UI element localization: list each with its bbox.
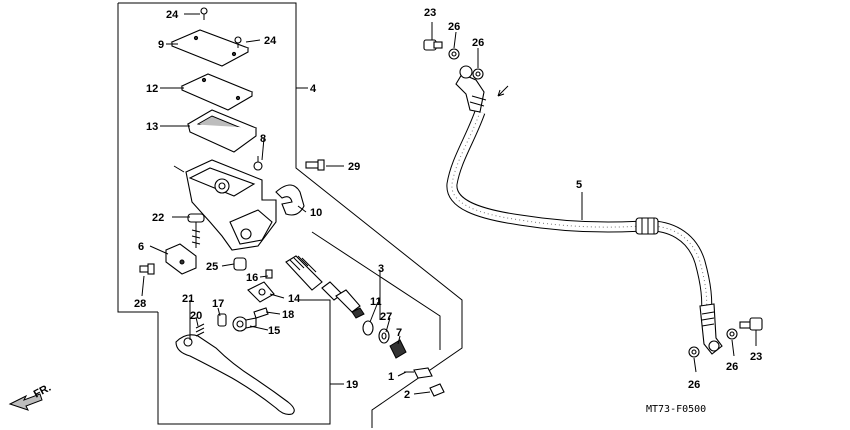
callout-5: 5 [576, 179, 582, 191]
screw-24-mid [234, 36, 242, 48]
piston-assembly [285, 255, 365, 319]
front-direction-arrow [8, 393, 43, 411]
callout-23-bottom: 23 [750, 351, 762, 363]
bolt-29 [305, 159, 325, 171]
spacer-16 [265, 269, 273, 279]
banjo-bolt-23-bottom [739, 317, 763, 331]
front-direction-label: FR. [32, 382, 53, 401]
callout-25: 25 [206, 261, 218, 273]
callout-15: 15 [268, 325, 280, 337]
screw-24-top [200, 7, 208, 20]
callout-26-c: 26 [726, 361, 738, 373]
callout-27: 27 [380, 311, 392, 323]
callout-19: 19 [346, 379, 358, 391]
assembly-19-outline [157, 299, 331, 425]
brake-hose [446, 65, 723, 355]
assembly-3-outline [311, 231, 441, 350]
callout-8: 8 [260, 133, 266, 145]
pushrod-1 [404, 367, 433, 379]
washer-26-b [472, 68, 484, 80]
diagram-code: MT73-F0500 [646, 404, 706, 415]
reservoir-cap [170, 29, 250, 67]
callout-16: 16 [246, 272, 258, 284]
callout-11: 11 [370, 296, 382, 308]
spring-20 [195, 323, 205, 337]
callout-26-b: 26 [472, 37, 484, 49]
master-cylinder-body [173, 159, 277, 251]
callout-labels: 24 24 9 12 13 4 8 29 10 22 6 25 28 16 14… [134, 7, 762, 401]
callout-23-top: 23 [424, 7, 436, 19]
callout-21: 21 [182, 293, 194, 305]
callout-1: 1 [388, 371, 394, 383]
handlebar-clamp [275, 184, 305, 216]
nut-2 [429, 383, 445, 397]
callout-17: 17 [212, 298, 224, 310]
assembly-4-outline [117, 2, 463, 428]
washer-11 [362, 320, 374, 336]
callout-24-mid: 24 [264, 35, 277, 47]
screw-18 [253, 307, 269, 319]
boot-7 [389, 339, 407, 359]
callout-3: 3 [378, 263, 384, 275]
leader-lines [141, 13, 757, 395]
callout-10: 10 [310, 207, 322, 219]
callout-26-d: 26 [688, 379, 700, 391]
callout-24-top: 24 [166, 9, 179, 21]
diaphragm [186, 109, 258, 153]
callout-13: 13 [146, 121, 158, 133]
adjuster-15 [232, 316, 257, 332]
callout-7: 7 [396, 327, 402, 339]
callout-4: 4 [310, 83, 317, 95]
callout-26-a: 26 [448, 21, 460, 33]
pivot-bolt-22 [187, 213, 205, 248]
callout-28: 28 [134, 298, 146, 310]
screw-28 [139, 263, 155, 275]
screw-8 [253, 156, 263, 171]
callout-9: 9 [158, 39, 164, 51]
banjo-bolt-23-top [423, 39, 443, 51]
callout-18: 18 [282, 309, 294, 321]
callout-14: 14 [288, 293, 301, 305]
collar-14 [247, 281, 275, 303]
washer-26-c [688, 346, 700, 358]
callout-20: 20 [190, 310, 202, 322]
callout-2: 2 [404, 389, 410, 401]
pin-17 [217, 313, 227, 327]
callout-22: 22 [152, 212, 164, 224]
washer-26-d [726, 328, 738, 340]
washer-26-a [448, 48, 460, 60]
callout-12: 12 [146, 83, 158, 95]
oring-27 [378, 328, 390, 344]
stop-switch-6 [165, 243, 197, 275]
cap-plate [180, 73, 254, 111]
boot-25 [233, 257, 247, 271]
callout-29: 29 [348, 161, 360, 173]
brake-lever [175, 334, 295, 415]
flow-arrow [497, 85, 509, 97]
callout-6: 6 [138, 241, 144, 253]
